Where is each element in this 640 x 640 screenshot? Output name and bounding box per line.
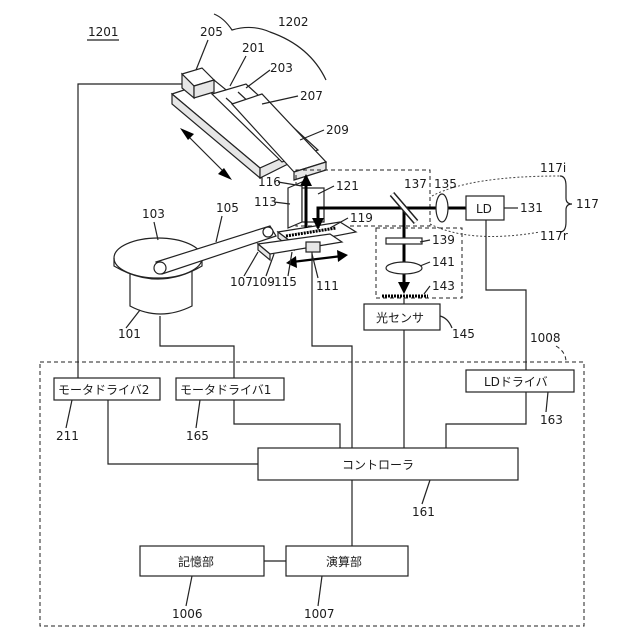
motor-driver-1-label: モータドライバ1 [180,383,271,397]
leader-141 [420,262,430,266]
leader-107 [244,252,258,276]
leader-163 [546,392,548,412]
leader-161 [422,480,430,504]
leader-165 [196,400,200,428]
ref-117: 117 [576,197,599,211]
ref-117i: 117i [540,161,566,175]
ref-137: 137 [404,177,427,191]
ref-119: 119 [350,211,373,225]
ref-165: 165 [186,429,209,443]
wire-md2-ctrl [108,400,258,464]
ref-141: 141 [432,255,455,269]
ref-135: 135 [434,177,457,191]
filter-139 [386,238,422,244]
wire-md1-ctrl [234,400,340,448]
ref-103: 103 [142,207,165,221]
arrow-head-b [218,168,232,180]
arithmetic-label: 演算部 [326,554,362,569]
leader-205 [196,40,208,70]
ref-109: 109 [252,275,275,289]
ref-105: 105 [216,201,239,215]
leader-145 [440,316,452,328]
brace-117 [560,176,572,232]
leader-143 [424,286,430,294]
arm-pivot [154,262,166,274]
ref-116: 116 [258,175,281,189]
ref-163: 163 [540,413,563,427]
ref-207: 207 [300,89,323,103]
ref-115: 115 [274,275,297,289]
wire-101-md1 [160,316,234,378]
head-move-arrow [292,256,342,262]
ref-107: 107 [230,275,253,289]
ref-117r: 117r [540,229,568,243]
arm-joint [263,227,273,237]
head-block-113 [288,182,302,228]
ref-1202: 1202 [278,15,309,29]
figure-ref: 1201 [88,25,119,39]
leader-1007 [318,576,322,606]
control-system-1008 [40,362,584,626]
ref-209: 209 [326,123,349,137]
leader-103 [154,222,158,240]
ref-1007: 1007 [304,607,335,621]
leader-201 [230,56,246,86]
leader-209 [300,130,324,140]
ref-161: 161 [412,505,435,519]
leader-111 [312,254,318,278]
leader-1006 [186,576,192,606]
light-sensor-label: 光センサ [376,311,424,325]
ld-driver-label: LDドライバ [484,375,548,389]
stage-piece-111 [306,242,320,252]
wire-ld-lddriver [486,220,526,370]
lens-141 [386,262,422,274]
leader-203 [246,70,270,88]
ref-113: 113 [254,195,277,209]
ref-211: 211 [56,429,79,443]
ref-139: 139 [432,233,455,247]
leader-105 [216,216,222,242]
wire-lddriver-ctrl [446,392,526,448]
leader-1008 [556,346,566,362]
motor-driver-2-label: モータドライバ2 [58,383,149,397]
ref-143: 143 [432,279,455,293]
ref-1006: 1006 [172,607,203,621]
ref-145: 145 [452,327,475,341]
ld-label: LD [476,202,492,216]
head-arrow-b [337,250,348,262]
ref-101: 101 [118,327,141,341]
turntable-assembly [114,226,276,314]
ref-201: 201 [242,41,265,55]
ref-1008: 1008 [530,331,561,345]
beam-arrow-sensor [398,282,410,294]
leader-101 [126,310,140,328]
ref-111: 111 [316,279,339,293]
memory-label: 記憶部 [178,554,214,569]
ref-203: 203 [270,61,293,75]
ref-121: 121 [336,179,359,193]
ref-131: 131 [520,201,543,215]
leader-211 [66,400,72,428]
controller-label: コントローラ [342,458,414,472]
lens-135 [436,194,448,222]
arrow-head-a [180,128,194,140]
ref-205: 205 [200,25,223,39]
